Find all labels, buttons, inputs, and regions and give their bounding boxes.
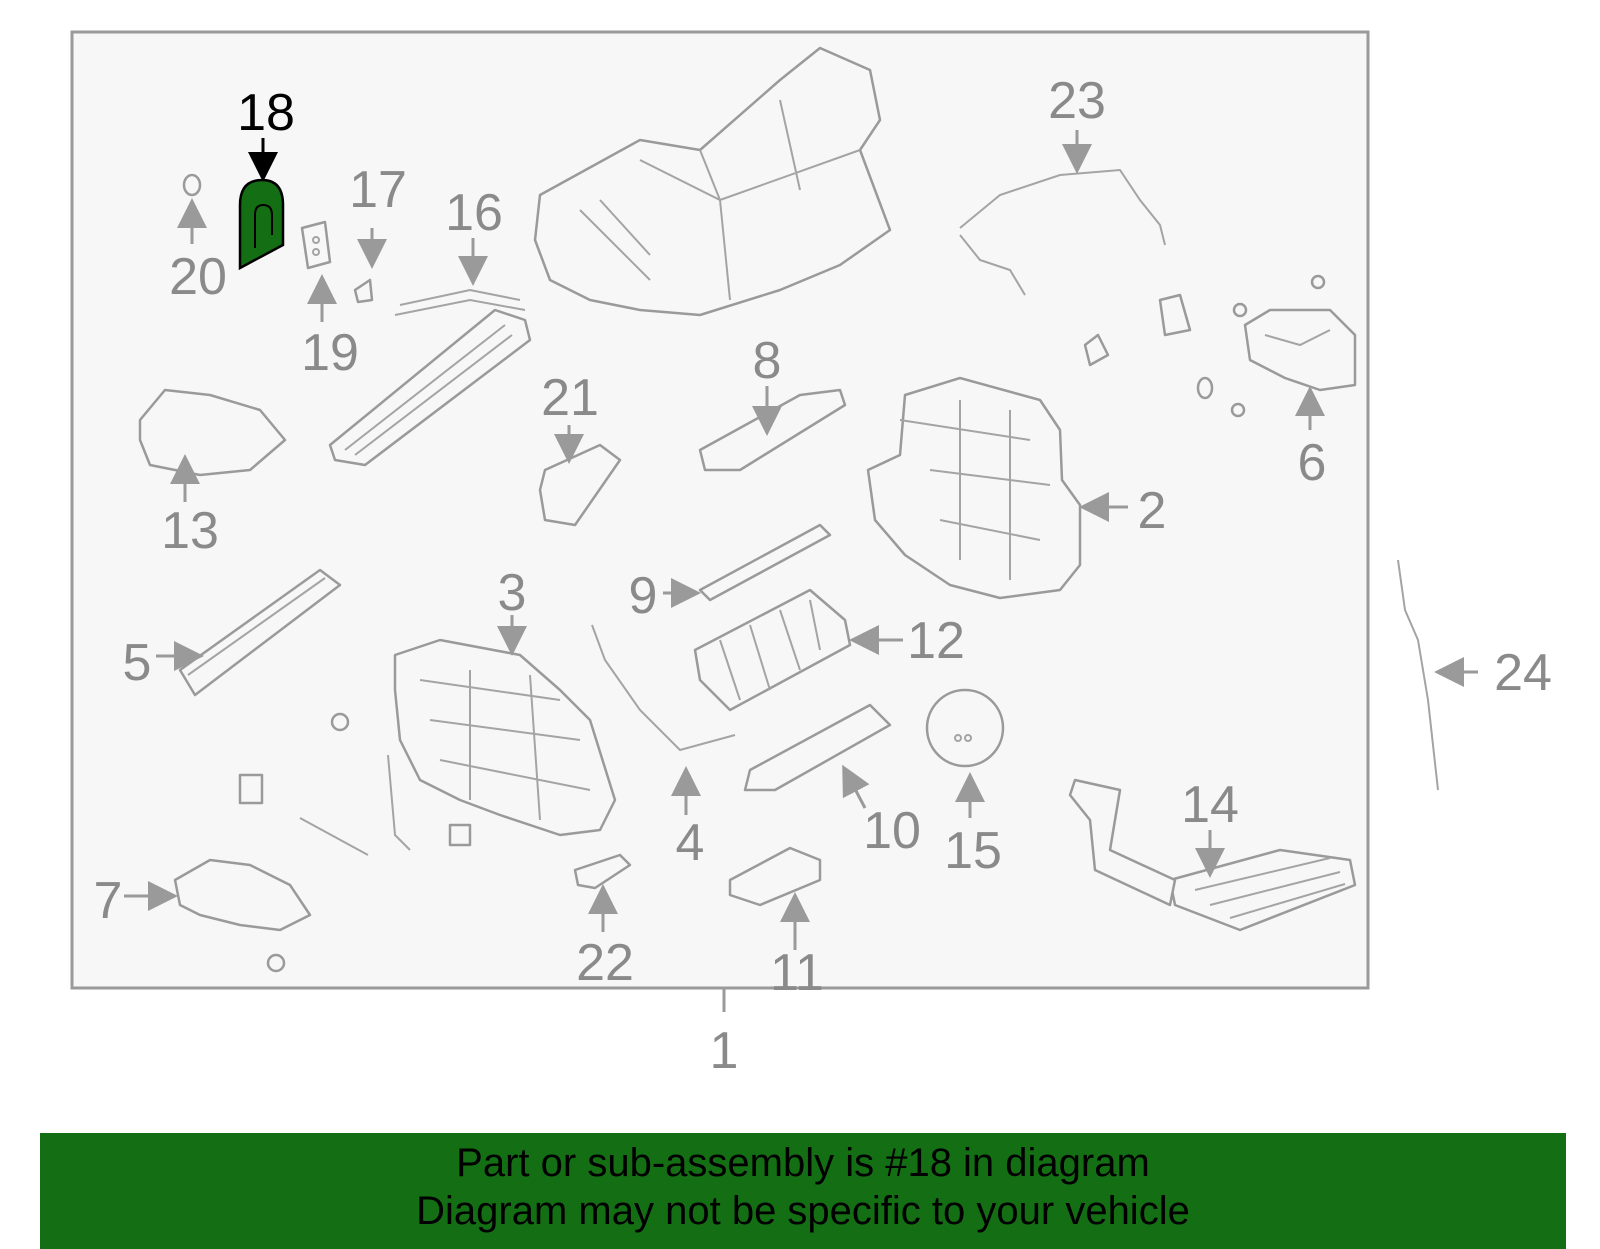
- part-7-actuator[interactable]: [173, 858, 312, 932]
- part-6-actuator[interactable]: [1243, 308, 1357, 392]
- callout-5: 5: [123, 634, 152, 692]
- part-13-duct[interactable]: [138, 388, 287, 477]
- callout-13: 13: [161, 502, 219, 560]
- callout-20: 20: [169, 248, 227, 306]
- callout-4: 4: [676, 814, 705, 872]
- callout-12: 12: [907, 612, 965, 670]
- misc-hardware: [238, 274, 1326, 973]
- callout-9: 9: [629, 567, 658, 625]
- callout-23: 23: [1048, 72, 1106, 130]
- callout-1: 1: [710, 1022, 739, 1080]
- callout-18: 18: [237, 84, 295, 142]
- part-4-rod[interactable]: [591, 624, 736, 752]
- callout-11: 11: [770, 944, 824, 1002]
- part-21-duct[interactable]: [538, 443, 622, 527]
- part-17-clip[interactable]: [353, 278, 374, 304]
- callout-21: 21: [541, 369, 599, 427]
- callout-16: 16: [445, 184, 503, 242]
- banner-line-1: Part or sub-assembly is #18 in diagram: [456, 1141, 1150, 1185]
- part-3-blower-case[interactable]: [393, 638, 617, 837]
- info-banner: Part or sub-assembly is #18 in diagram D…: [40, 1133, 1566, 1249]
- part-15-blower-motor[interactable]: [925, 688, 1005, 768]
- callout-2: 2: [1138, 482, 1167, 540]
- callout-3: 3: [498, 564, 527, 622]
- callout-7: 7: [94, 872, 123, 930]
- callout-24: 24: [1494, 644, 1552, 702]
- callout-22: 22: [576, 934, 634, 992]
- part-22-sensor[interactable]: [573, 853, 632, 890]
- callout-14: 14: [1181, 776, 1239, 834]
- part-top-main-unit[interactable]: [533, 46, 892, 317]
- part-20-o-ring[interactable]: [182, 173, 202, 197]
- parts-diagram: 1 2 3 4 5 6 7 8 9 10 11 12 13 14 15 16 1…: [70, 30, 1552, 1080]
- leader-arrows: [124, 130, 1478, 950]
- part-11-actuator[interactable]: [728, 846, 822, 907]
- part-24-hose[interactable]: [1397, 559, 1439, 791]
- callout-6: 6: [1298, 434, 1327, 492]
- part-10-door[interactable]: [743, 703, 892, 792]
- callout-19: 19: [301, 324, 359, 382]
- callout-10: 10: [863, 802, 921, 860]
- part-5-filter[interactable]: [178, 568, 342, 697]
- part-16-evaporator[interactable]: [328, 288, 532, 467]
- callout-8: 8: [753, 332, 782, 390]
- part-23-pipe[interactable]: [959, 168, 1166, 296]
- part-9-seal[interactable]: [698, 523, 832, 602]
- part-2-hvac-case[interactable]: [866, 376, 1082, 600]
- callout-labels: 1 2 3 4 5 6 7 8 9 10 11 12 13 14 15 16 1…: [94, 72, 1552, 1080]
- callout-15: 15: [944, 822, 1002, 880]
- part-19-expansion-valve[interactable]: [300, 220, 332, 270]
- callout-17: 17: [349, 161, 407, 219]
- banner-line-2: Diagram may not be specific to your vehi…: [416, 1189, 1190, 1233]
